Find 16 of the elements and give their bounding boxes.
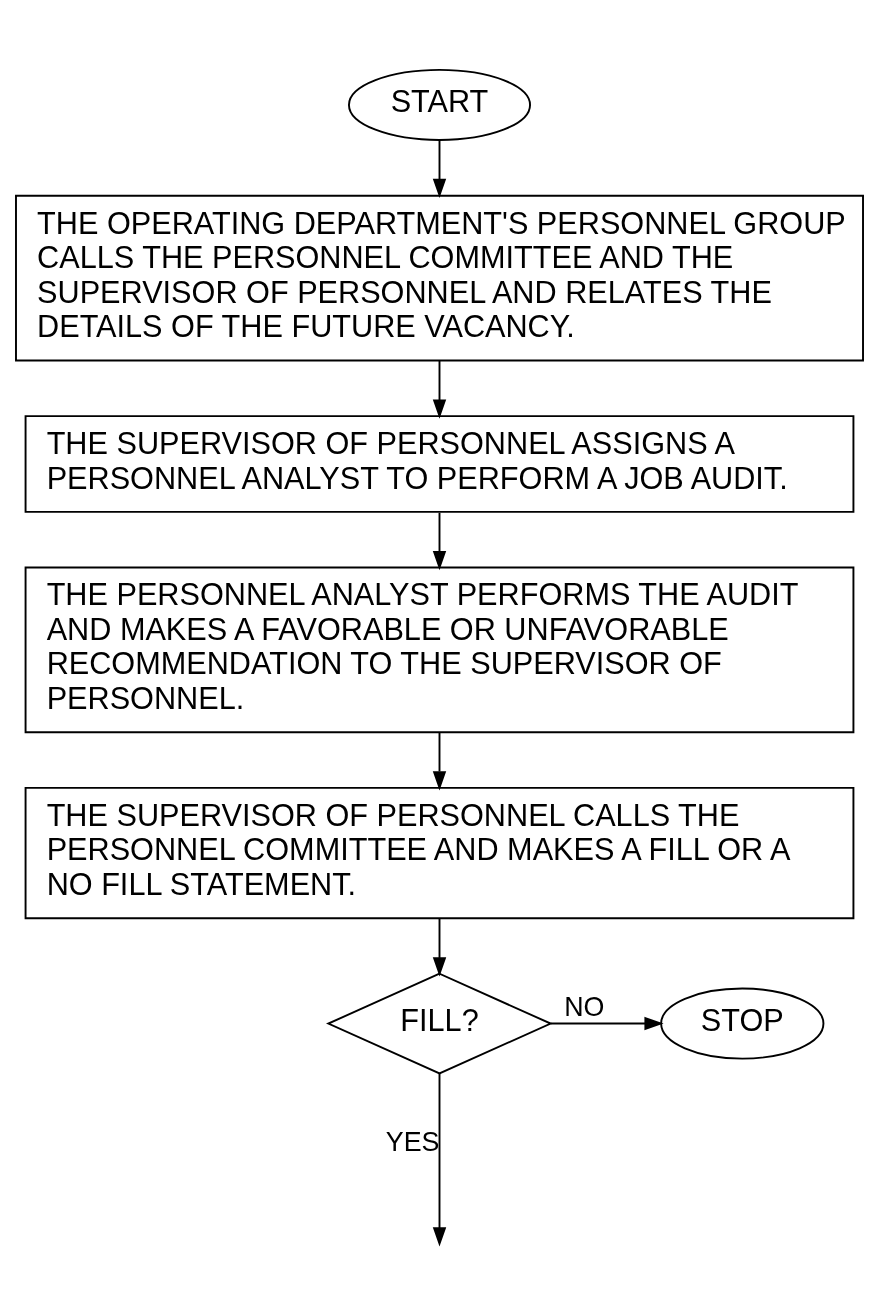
node-box: THE SUPERVISOR OF PERSONNEL ASSIGNS A PERSONNEL ANALYST TO PERFORM A JOB AUDIT. [24,414,855,513]
arrow [432,1072,447,1247]
edge-label: NO [564,991,605,1022]
arrow [432,359,447,419]
node-ellipse: STOP [660,987,825,1060]
node-ellipse: START [348,68,531,141]
node-diamond: FILL? [326,972,553,1074]
edge-label: YES [385,1126,440,1157]
node-box: THE PERSONNEL ANALYST PERFORMS THE AUDIT AND MAKES A FAVORABLE OR UNFAVORABLE RECOMMENDATION TO THE SUPERVISOR OF PERSONNEL. [24,566,855,733]
arrow [432,730,447,790]
arrow [432,138,447,198]
node-box: THE SUPERVISOR OF PERSONNEL CALLS THE PERSONNEL COMMITTEE AND MAKES A FILL OR A NO FILL STATEMENT. [24,786,855,919]
arrow [549,1016,664,1030]
node-box: THE OPERATING DEPARTMENT'S PERSONNEL GROUP CALLS THE PERSONNEL COMMITTEE AND THE SUPERVISOR OF PERSONNEL AND RELATES THE DETAILS OF THE FUTURE VACANCY. [15,194,864,361]
arrow [432,917,447,977]
arrow [432,511,447,570]
